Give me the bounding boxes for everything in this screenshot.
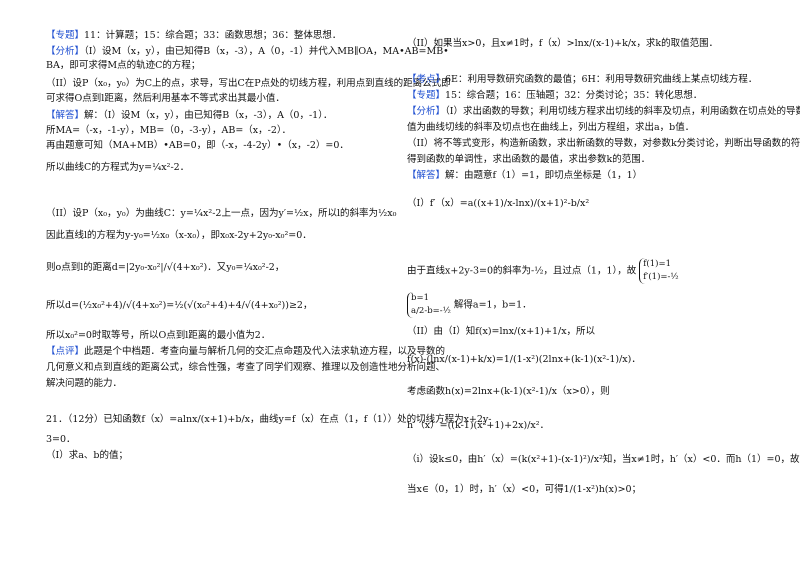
right-point-line: 【考点】6E：利用导数研究函数的最值；6H：利用导数研究曲线上某点切线方程．	[407, 74, 757, 86]
left-part2-line-1: （II）设P（x₀，y₀）为曲线C：y=¼x²-2上一点，因为y′=½x，所以l…	[46, 208, 397, 219]
analysis-tag: 【分析】	[46, 46, 85, 57]
left-answer-line-3: 再由题意可知（MA+MB）•AB=0，即（-x，-4-2y）•（x，-2）=0．	[46, 140, 349, 151]
left-comment-line-1: 【点评】此题是个中档题．考查向量与解析几何的交汇点命题及代入法求轨迹方程，以及导…	[46, 346, 445, 358]
right-answer-line-8: h′（x）=((k-1)(x²+1)+2x)/x²．	[407, 420, 550, 431]
point-tag: 【考点】	[407, 74, 446, 85]
answer-text-1: 解：（I）设M（x，y），由已知得B（x，-3），A（0，-1）．	[84, 110, 333, 121]
q21-line-3: （I）求a、b的值；	[46, 450, 128, 461]
left-part2-line-3: 则o点到l的距离d=|2y₀-x₀²|/√(4+x₀²)．又y₀=¼x₀²-2，	[46, 262, 285, 273]
left-answer-line-4: 所以曲线C的方程式为y=¼x²-2．	[46, 162, 190, 173]
q21-line-2: 3=0．	[46, 434, 76, 445]
comment-text-1: 此题是个中档题．考查向量与解析几何的交汇点命题及代入法求轨迹方程，以及导数的	[84, 346, 446, 357]
right-topic-line: 【专题】15：综合题；16：压轴题；32：分类讨论；35：转化思想．	[407, 90, 702, 102]
left-topic-line: 【专题】11：计算题；15：综合题；33：函数思想；36：整体思想．	[46, 30, 341, 42]
left-analysis-line-4: 可求得O点到l距离，然后利用基本不等式求出其最小值．	[46, 93, 285, 104]
q21-line-1: 21．（12分）已知函数f（x）=alnx/(x+1)+b/x，曲线y=f（x）…	[46, 414, 492, 425]
system-brace-2: b=1 a/2-b=-½	[407, 292, 451, 318]
right-analysis-text-1: （I）求出函数的导数；利用切线方程求出切线的斜率及切点，利用函数在切点处的导数	[445, 106, 800, 117]
right-answer-tag: 【解答】	[407, 170, 446, 181]
right-analysis-line-2: 值为曲线切线的斜率及切点也在曲线上，列出方程组，求出a，b值．	[407, 122, 695, 133]
topic-tag: 【专题】	[46, 30, 85, 41]
right-answer-line-3: 由于直线x+2y-3=0的斜率为-½，且过点（1，1），故 f(1)=1 f′(…	[407, 258, 679, 284]
left-answer-line-2: 所MA=（-x，-1-y），MB=（0，-3-y），AB=（x，-2）．	[46, 125, 292, 136]
system-2-eq-2: a/2-b=-½	[411, 306, 451, 316]
left-part2-line-4: 所以d=(½x₀²+4)/√(4+x₀²)=½(√(x₀²+4)+4/√(4+x…	[46, 300, 313, 311]
system-1-eq-1: f(1)=1	[643, 259, 671, 269]
answer-tag: 【解答】	[46, 110, 85, 121]
comment-tag: 【点评】	[46, 346, 85, 357]
point-text: 6E：利用导数研究函数的最值；6H：利用导数研究曲线上某点切线方程．	[445, 74, 758, 85]
right-answer-line-5: （II）由（I）知f(x)=lnx/(x+1)+1/x，所以	[407, 326, 596, 337]
right-answer-line-4: b=1 a/2-b=-½ 解得a=1，b=1．	[407, 292, 532, 318]
left-analysis-line-3: （II）设P（x₀，y₀）为C上的点，求导，写出C在P点处的切线方程，利用点到直…	[46, 78, 451, 89]
system-2-eq-1: b=1	[411, 293, 429, 303]
right-answer-line-1: 【解答】解：由题意f（1）=1，即切点坐标是（1，1）	[407, 170, 642, 182]
right-analysis-line-4: 得到函数的单调性，求出函数的最值，求出参数k的范围．	[407, 154, 651, 165]
right-answer-text-4: 解得a=1，b=1．	[453, 299, 532, 311]
system-1-eq-2: f′(1)=-½	[643, 272, 679, 282]
left-part2-line-2: 因此直线l的方程为y-y₀=½x₀（x-x₀），即x₀x-2y+2y₀-x₀²=…	[46, 230, 312, 241]
analysis-text-1a: （I）设M（x，y），由已知得B（x，-3），A（0，-1）并代入	[84, 46, 338, 57]
right-analysis-tag: 【分析】	[407, 106, 446, 117]
right-answer-text-3: 由于直线x+2y-3=0的斜率为-½，且过点（1，1），故	[407, 265, 637, 277]
right-answer-line-10: 当x∈（0，1）时，h′（x）<0，可得1/(1-x²)h(x)>0；	[407, 484, 642, 495]
right-analysis-line-1: 【分析】（I）求出函数的导数；利用切线方程求出切线的斜率及切点，利用函数在切点处…	[407, 106, 800, 118]
left-answer-line-1: 【解答】解：（I）设M（x，y），由已知得B（x，-3），A（0，-1）．	[46, 110, 332, 122]
left-comment-line-2: 几何意义和点到直线的距离公式，综合性强，考查了同学们观察、推理以及创造性地分析问…	[46, 362, 446, 373]
right-answer-text-1: 解：由题意f（1）=1，即切点坐标是（1，1）	[445, 170, 643, 181]
topic-text: 11：计算题；15：综合题；33：函数思想；36：整体思想．	[84, 30, 342, 41]
analysis-text-1b: MB∥OA，MA•AB=MB•	[337, 46, 449, 57]
left-part2-line-5: 所以x₀²=0时取等号，所以O点到l距离的最小值为2．	[46, 330, 271, 341]
right-answer-line-7: 考虑函数h(x)=2lnx+(k-1)(x²-1)/x（x>0），则	[407, 386, 610, 397]
left-analysis-line-1: 【分析】（I）设M（x，y），由已知得B（x，-3），A（0，-1）并代入MB∥…	[46, 46, 449, 58]
system-brace-1: f(1)=1 f′(1)=-½	[639, 258, 679, 284]
right-topic-text: 15：综合题；16：压轴题；32：分类讨论；35：转化思想．	[445, 90, 703, 101]
q21-part2-line: （II）如果当x>0，且x≠1时，f（x）>lnx/(x-1)+k/x，求k的取…	[407, 38, 719, 49]
right-answer-line-2: （I）f′（x）=a((x+1)/x-lnx)/(x+1)²-b/x²	[407, 198, 590, 209]
right-topic-tag: 【专题】	[407, 90, 446, 101]
right-answer-line-9: （i）设k≤0，由h′（x）=(k(x²+1)-(x-1)²)/x²知，当x≠1…	[407, 454, 800, 465]
left-comment-line-3: 解决问题的能力．	[46, 378, 123, 389]
right-analysis-line-3: （II）将不等式变形，构造新函数，求出新函数的导数，对参数k分类讨论，判断出导函…	[407, 138, 800, 149]
left-analysis-line-2: BA，即可求得M点的轨迹C的方程；	[46, 60, 201, 71]
right-answer-line-6: f(x)-(lnx/(x-1)+k/x)=1/(1-x²)(2lnx+(k-1)…	[407, 354, 641, 365]
